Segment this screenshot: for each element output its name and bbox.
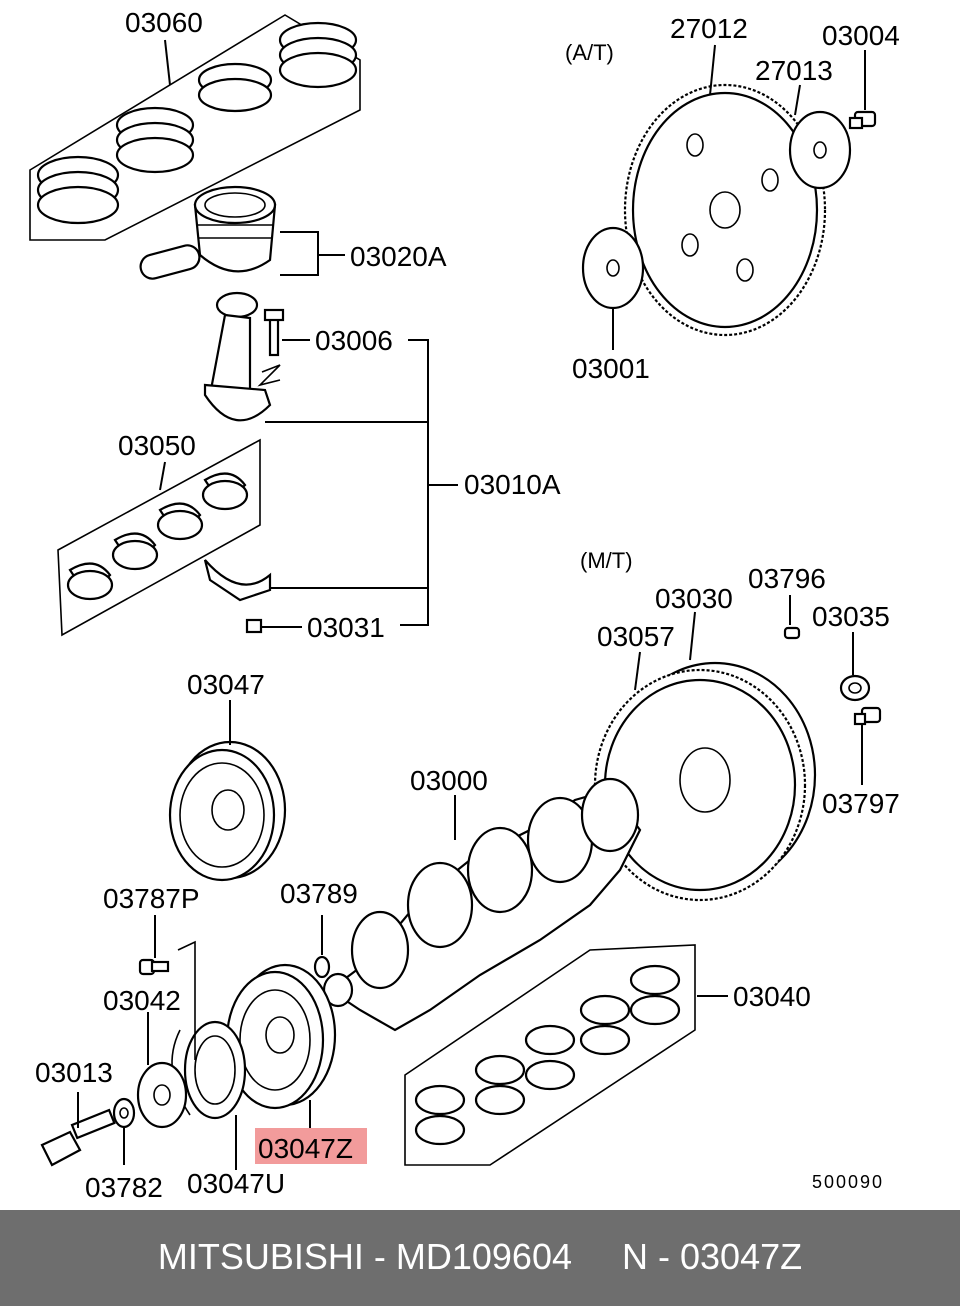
bolt-03797 xyxy=(853,706,882,726)
highlight-03047Z xyxy=(255,1128,367,1164)
washer-03782 xyxy=(112,1097,136,1129)
crank-pulley-03047 xyxy=(168,740,287,882)
damper-03047U xyxy=(171,1020,247,1120)
label-03040: 03040 xyxy=(733,981,811,1012)
rod-cap xyxy=(203,559,272,602)
key-03789 xyxy=(313,955,331,979)
piston xyxy=(139,185,277,280)
label-03047: 03047 xyxy=(187,669,265,700)
label-03013: 03013 xyxy=(35,1057,113,1088)
crankshaft xyxy=(322,777,642,1032)
nut-03031 xyxy=(245,618,263,634)
label-03000: 03000 xyxy=(410,765,488,796)
piston-rings-group xyxy=(29,14,361,241)
adapter-plate-27013 xyxy=(788,110,852,190)
label-27013: 27013 xyxy=(755,55,833,86)
label-03787P: 03787P xyxy=(103,883,200,914)
bolt-03787P xyxy=(138,958,170,976)
label-03782: 03782 xyxy=(85,1172,163,1203)
bolt-03013 xyxy=(40,1108,116,1167)
label-03006: 03006 xyxy=(315,325,393,356)
drive-plate xyxy=(623,83,827,337)
label-03047Z: 03047Z xyxy=(258,1133,353,1164)
label-03001: 03001 xyxy=(572,353,650,384)
label-03796: 03796 xyxy=(748,563,826,594)
diagram-code: 500090 xyxy=(812,1172,884,1192)
label-03797: 03797 xyxy=(822,788,900,819)
label-03030: 03030 xyxy=(655,583,733,614)
label-03004: 03004 xyxy=(822,20,900,51)
adapter-03001 xyxy=(581,226,645,310)
label-03020A: 03020A xyxy=(350,241,447,272)
footer-bar: MITSUBISHI - MD109604 N - 03047Z xyxy=(0,1210,960,1306)
label-03010A: 03010A xyxy=(464,469,561,500)
flywheel xyxy=(593,661,817,902)
label-mt: (M/T) xyxy=(580,548,633,573)
label-03031: 03031 xyxy=(307,612,385,643)
connecting-rod xyxy=(203,291,285,422)
label-03789: 03789 xyxy=(280,878,358,909)
pin-03796 xyxy=(783,626,801,640)
label-03035: 03035 xyxy=(812,601,890,632)
label-27012: 27012 xyxy=(670,13,748,44)
label-03057: 03057 xyxy=(597,621,675,652)
footer-part-info: MITSUBISHI - MD109604 N - 03047Z xyxy=(157,1236,803,1277)
front-pulley-03047Z xyxy=(225,963,337,1110)
main-bearings xyxy=(404,944,696,1166)
rod-bearings xyxy=(57,438,261,637)
label-at: (A/T) xyxy=(565,40,614,65)
parts-diagram: 03060 03020A 03006 03010A xyxy=(29,7,900,1203)
label-03042: 03042 xyxy=(103,985,181,1016)
label-03060: 03060 xyxy=(125,7,203,38)
plate-03042 xyxy=(136,1061,188,1129)
label-03047U: 03047U xyxy=(187,1168,285,1199)
label-03050: 03050 xyxy=(118,430,196,461)
bearing-03035 xyxy=(839,674,871,702)
bolt-03004 xyxy=(848,110,877,130)
